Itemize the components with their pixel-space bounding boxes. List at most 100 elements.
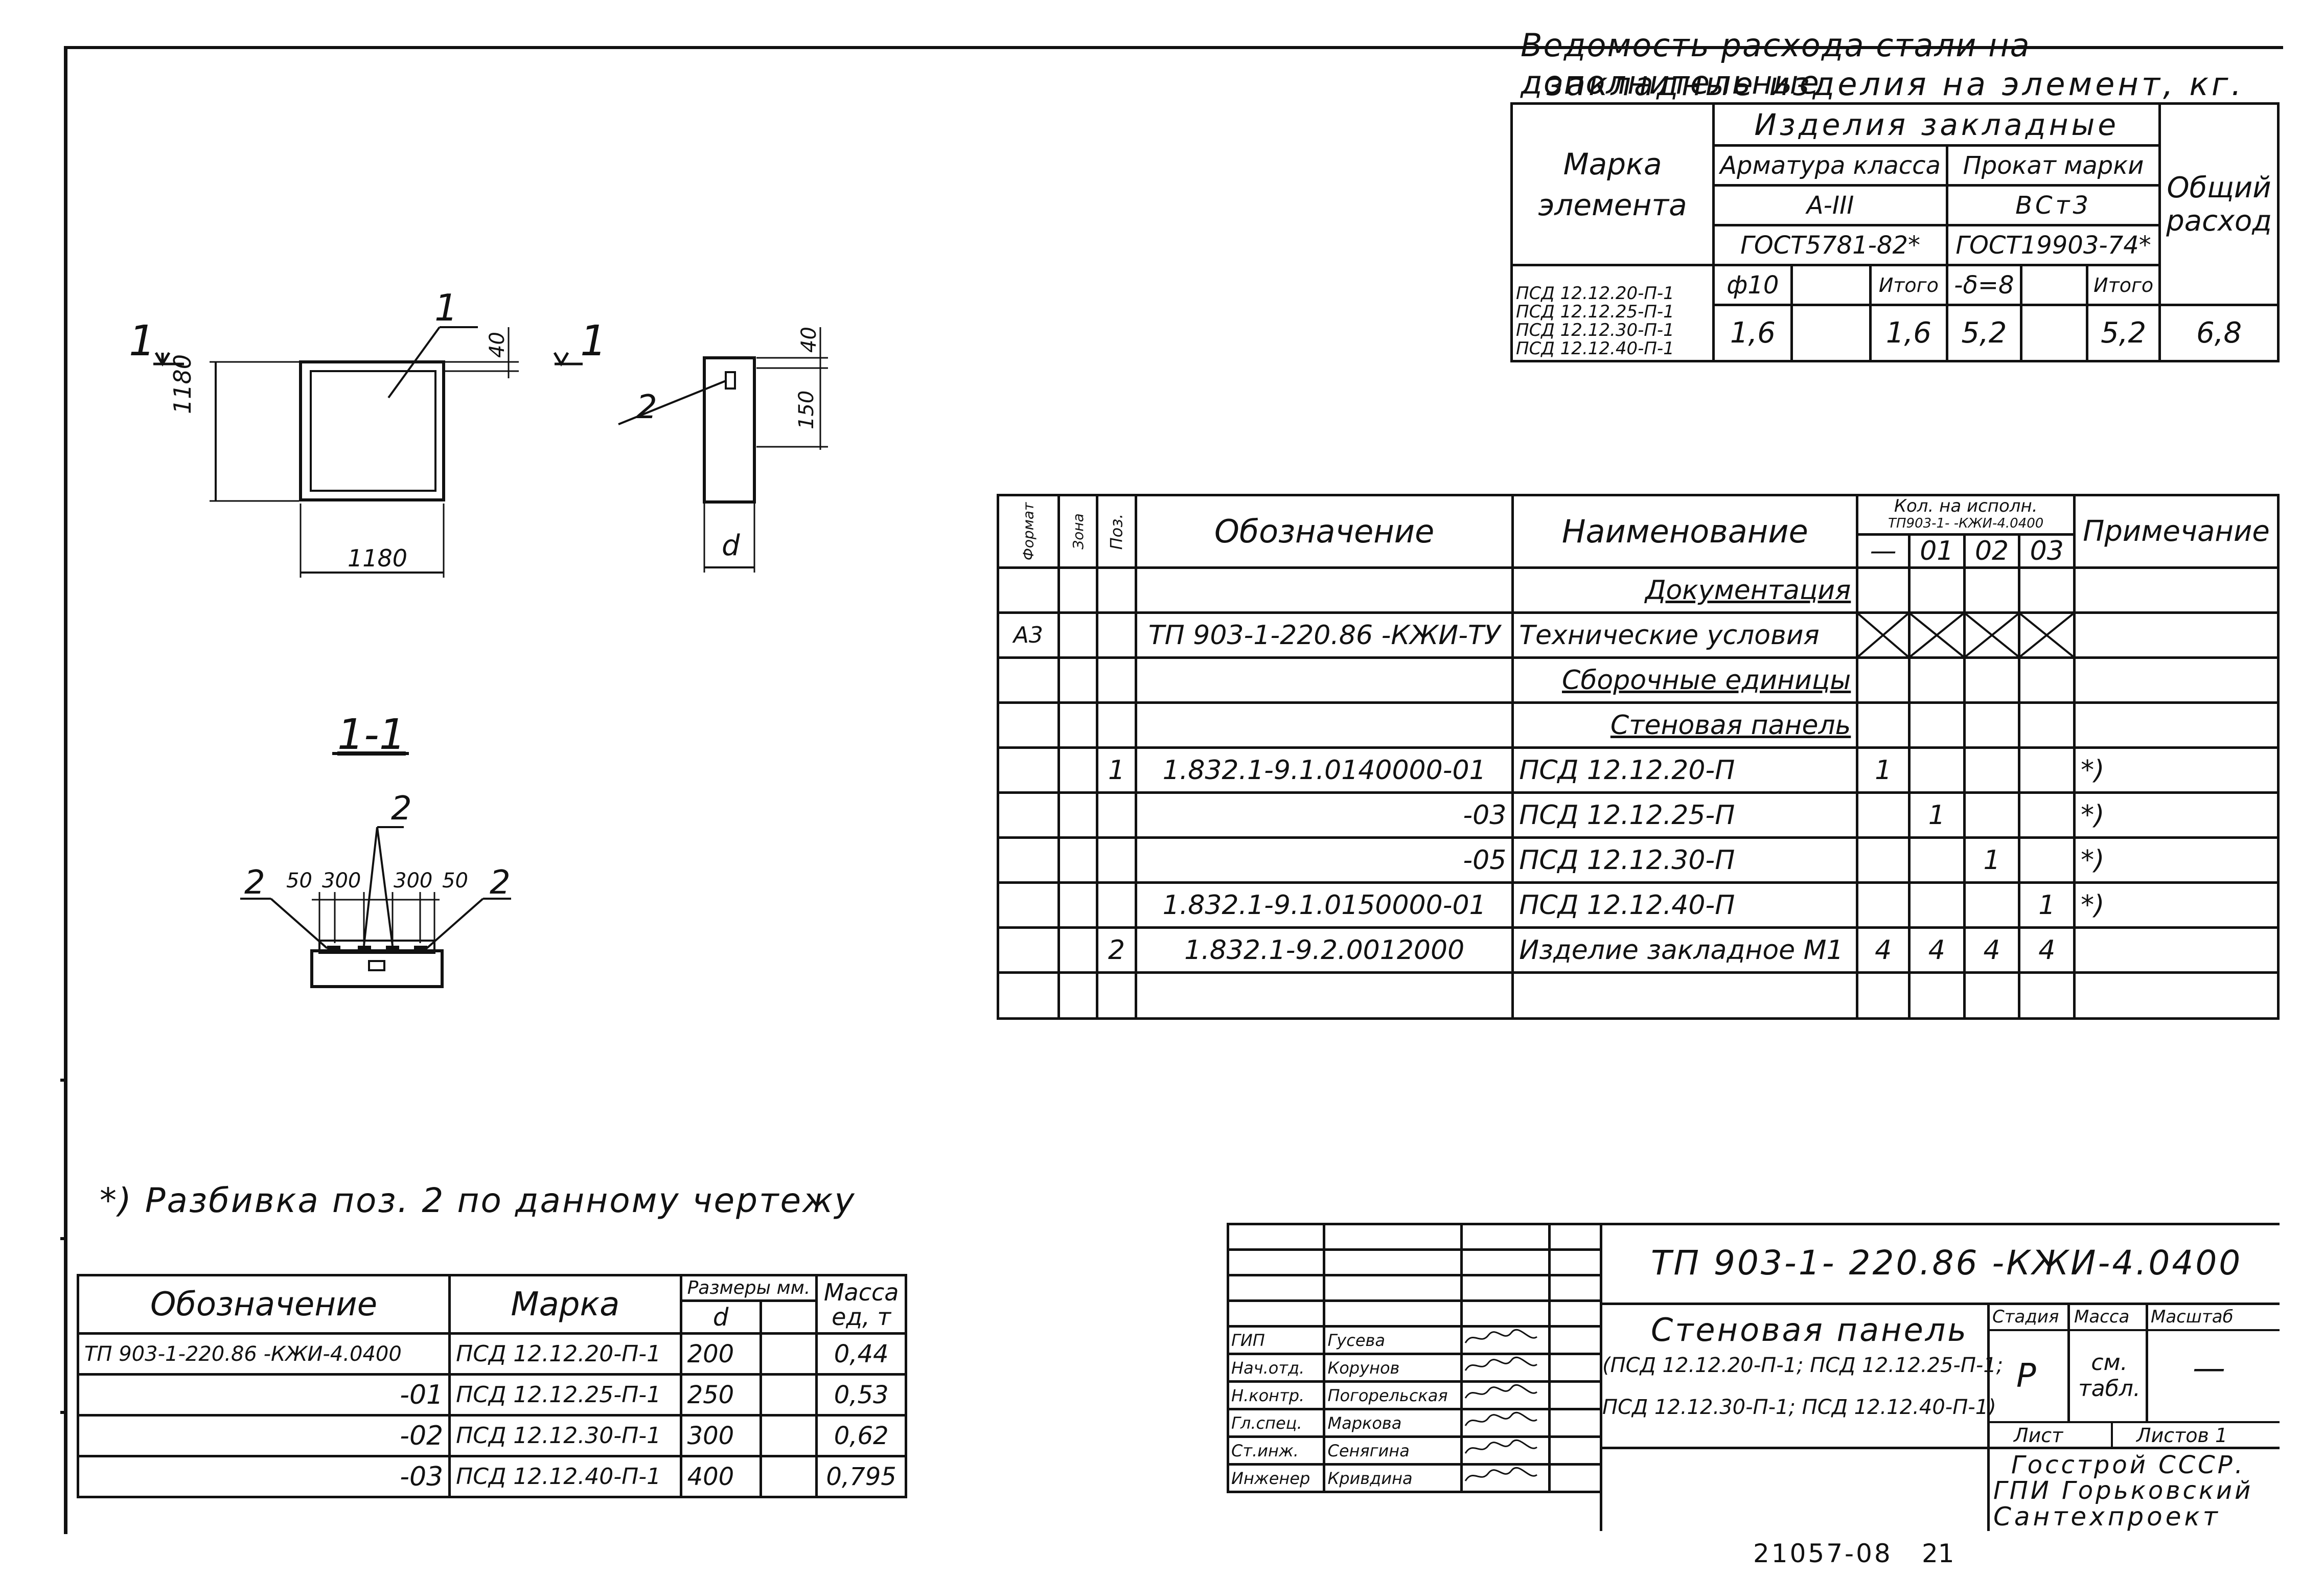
spec-cell-q3: [2018, 791, 2076, 839]
spec-cell-zone: [1057, 746, 1099, 794]
steel-statement-table: Марка элемента Изделия закладные Общий р…: [1510, 102, 2280, 362]
spec-cell-q2: 1: [1963, 836, 2021, 884]
title-divider-v3: [2146, 1303, 2148, 1421]
signer-role: Нач.отд.: [1226, 1353, 1326, 1383]
spec-h-qty-1: 01: [1907, 533, 1966, 569]
title-divider-h4: [1987, 1421, 2280, 1423]
spec-cell-q3: [2018, 611, 2076, 659]
spec-h-name: Наименование: [1511, 494, 1859, 569]
variants-cell-mark: ПСД 12.12.20-П-1: [448, 1332, 682, 1376]
spec-row: Документация: [997, 566, 2280, 614]
col-rolled-header: Прокат марки: [1945, 144, 2161, 187]
sign-grid-empty-row: [1226, 1299, 1602, 1328]
sub-itogo2: Итого: [2086, 264, 2161, 306]
variants-h-d: d: [679, 1299, 762, 1335]
variants-cell-d: 250: [679, 1373, 762, 1417]
variants-h-designation: Обозначение: [76, 1274, 451, 1335]
sign-grid-cell: [1323, 1274, 1463, 1302]
spec-cell-q2: [1963, 746, 2021, 794]
doc-name-line3: ПСД 12.12.30-П-1; ПСД 12.12.40-П-1): [1602, 1396, 1996, 1419]
signature-scribble: [1465, 1467, 1538, 1481]
spec-cell-name: Документация: [1511, 566, 1859, 614]
title-divider-1: [1600, 1303, 2280, 1305]
spec-cell-q3: [2018, 746, 2076, 794]
sign-grid-cell: [1323, 1299, 1463, 1328]
spec-cell-name: ПСД 12.12.25-П: [1511, 791, 1859, 839]
spec-cell-format: А3: [997, 611, 1060, 659]
spec-cell-q1: 1: [1907, 791, 1966, 839]
spec-cell-note: [2073, 926, 2280, 974]
stage-header: Стадия: [1992, 1307, 2059, 1327]
spec-cell-name: Сборочные единицы: [1511, 656, 1859, 704]
col-embedded-header: Изделия закладные: [1712, 102, 2161, 147]
signature: [1460, 1408, 1551, 1438]
section-dim-300a: 300: [322, 869, 361, 893]
spec-cell-name: [1511, 971, 1859, 1020]
variants-table: Обозначение Марка Размеры мм. Масса ед, …: [76, 1274, 907, 1498]
org-line2: ГПИ Горьковский: [1993, 1476, 2253, 1505]
spec-cell-zone: [1057, 791, 1099, 839]
spec-cell-q0: [1856, 791, 1911, 839]
spec-cell-format: [997, 791, 1060, 839]
spec-cell-name: ПСД 12.12.20-П: [1511, 746, 1859, 794]
spec-row: Сборочные единицы: [997, 656, 2280, 704]
view-label-left: 1: [129, 317, 156, 366]
drawing-frame: [64, 46, 2283, 1534]
title-divider-2: [1600, 1447, 2280, 1449]
spec-cell-zone: [1057, 611, 1099, 659]
signer-row: Гл.спец.Маркова: [1226, 1408, 1602, 1438]
variants-h-mark: Марка: [448, 1274, 682, 1335]
signer-role: Инженер: [1226, 1463, 1326, 1493]
spec-cell-q2: [1963, 701, 2021, 749]
sign-grid-cell: [1460, 1248, 1551, 1276]
section-pos2-left: 2: [244, 864, 265, 902]
footnote: *) Разбивка поз. 2 по данному чертежу: [100, 1181, 856, 1220]
section-dim-50a: 50: [286, 869, 312, 893]
spec-cell-note: *): [2073, 881, 2280, 929]
spec-cell-format: [997, 746, 1060, 794]
spec-cell-pos: 2: [1096, 926, 1137, 974]
signature: [1460, 1435, 1551, 1466]
spec-table: Формат Зона Поз. Обозначение Наименовани…: [997, 494, 2280, 1020]
cross-mark: [1858, 614, 1908, 656]
dim-40b-label: 40: [797, 327, 821, 353]
sub-delta: -δ=8: [1945, 264, 2022, 306]
signer-name: Погорельская: [1323, 1380, 1463, 1410]
variants-cell-empty: [759, 1455, 818, 1498]
sign-grid-cell: [1323, 1248, 1463, 1276]
title-divider-v: [1987, 1303, 1990, 1531]
signer-role: Ст.инж.: [1226, 1435, 1326, 1466]
spec-h-qty-0: —: [1856, 533, 1911, 569]
title-divider-v4: [2111, 1421, 2113, 1448]
spec-cell-q1: [1907, 746, 1966, 794]
val-total: 6,8: [2158, 304, 2280, 362]
signature-scribble: [1465, 1411, 1538, 1426]
variants-cell-mass: 0,44: [815, 1332, 907, 1376]
section-pos2-top: 2: [391, 790, 412, 828]
spec-cell-note: *): [2073, 746, 2280, 794]
steel-statement-title-2: закладные изделия на элемент, кг.: [1546, 65, 2245, 103]
section-dim-300b: 300: [394, 869, 433, 893]
mass-value: см. табл.: [2078, 1350, 2141, 1402]
variants-cell-designation: ТП 903-1-220.86 -КЖИ-4.0400: [76, 1332, 451, 1376]
spec-row: [997, 971, 2280, 1020]
dim-40a-label: 40: [486, 332, 509, 358]
spec-cell-q0: [1856, 611, 1911, 659]
dim-d-label: d: [722, 529, 740, 562]
spec-cell-q0: [1856, 881, 1911, 929]
rebar-gost: ГОСТ5781-82*: [1712, 224, 1948, 266]
spec-cell-designation: [1134, 656, 1514, 704]
spec-h-designation: Обозначение: [1134, 494, 1514, 569]
signer-row: Ст.инж.Сенягина: [1226, 1435, 1602, 1466]
doc-name-line2: (ПСД 12.12.20-П-1; ПСД 12.12.25-П-1;: [1602, 1354, 2004, 1377]
spec-cell-zone: [1057, 656, 1099, 704]
sign-grid-empty-row: [1226, 1223, 1602, 1251]
spec-cell-q1: 4: [1907, 926, 1966, 974]
spec-cell-name: Изделие закладное М1: [1511, 926, 1859, 974]
cross-mark: [1911, 614, 1963, 656]
spec-cell-designation: ТП 903-1-220.86 -КЖИ-ТУ: [1134, 611, 1514, 659]
